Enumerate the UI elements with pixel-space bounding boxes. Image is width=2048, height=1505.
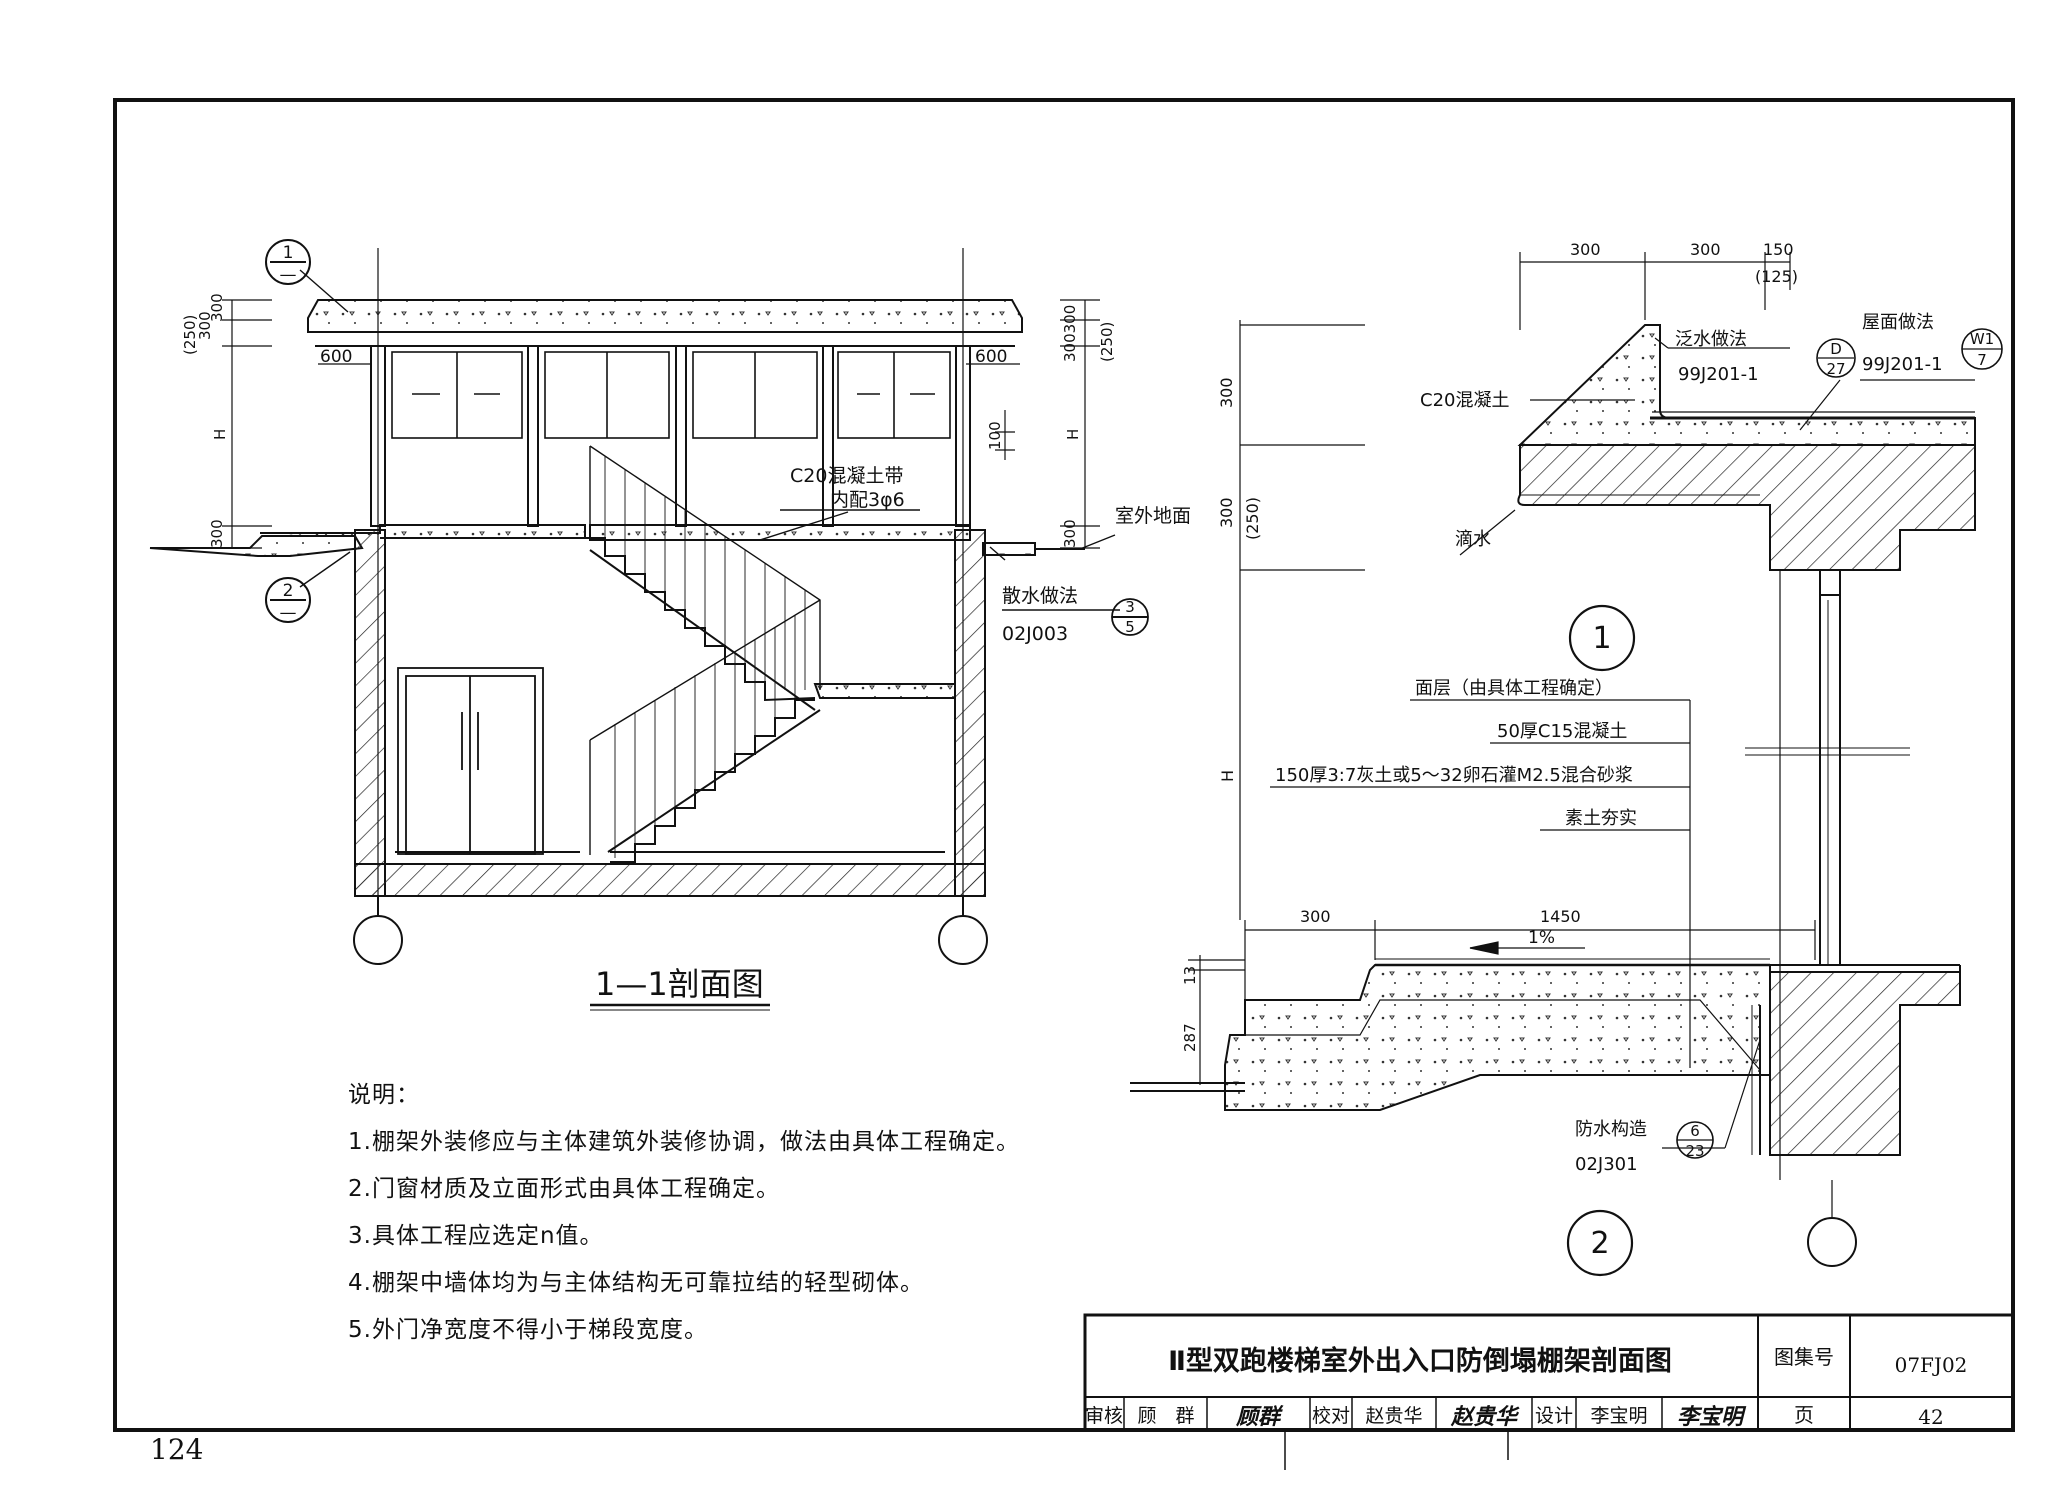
apron-ref: 02J003 xyxy=(1002,623,1068,645)
note-item: 4.棚架中墙体均为与主体结构无可靠拉结的轻型砌体。 xyxy=(348,1270,924,1296)
reviewer-name: 顾 群 xyxy=(1137,1405,1194,1427)
note-item: 5.外门净宽度不得小于梯段宽度。 xyxy=(348,1317,708,1343)
d1-dim-top-300a: 300 xyxy=(1570,240,1601,259)
d1-dim-top-150: 150 xyxy=(1763,240,1794,259)
d1-dim-left-300b: 300 xyxy=(1217,497,1236,528)
review-label: 审核 xyxy=(1085,1405,1123,1427)
handrail xyxy=(589,445,821,855)
d1-flashing-ref: 99J201-1 xyxy=(1678,364,1759,385)
d1-dim-top-125: (125) xyxy=(1755,267,1798,286)
notes: 说明： 1.棚架外装修应与主体建筑外装修协调，做法由具体工程确定。 2.门窗材质… xyxy=(348,1072,1068,1354)
note-item: 1.棚架外装修应与主体建筑外装修协调，做法由具体工程确定。 xyxy=(348,1129,1020,1155)
d2-dim-1450: 1450 xyxy=(1540,907,1581,926)
section-title: 1—1剖面图 xyxy=(595,965,764,1003)
overhang-left-dim: 600 xyxy=(320,347,352,367)
page-label: 页 xyxy=(1794,1403,1814,1427)
designer-signature: 李宝明 xyxy=(1677,1404,1747,1430)
d2-dim-287: 287 xyxy=(1181,1023,1199,1052)
reviewer-signature: 顾群 xyxy=(1235,1404,1284,1430)
d2-waterproof-label: 防水构造 xyxy=(1575,1119,1647,1140)
notes-heading: 说明： xyxy=(348,1082,420,1108)
entry-fill xyxy=(1224,964,1771,1111)
d1-roof-index-top: W1 xyxy=(1970,330,1994,348)
d1-dim-left-250: (250) xyxy=(1243,497,1262,540)
checker-name: 赵贵华 xyxy=(1365,1405,1422,1427)
dim-right-h: H xyxy=(1064,429,1082,440)
dim-right-300300: 300300 xyxy=(1061,305,1079,362)
dim-right-300: 300 xyxy=(1061,519,1079,548)
roof-slab-detail xyxy=(1517,444,1976,571)
parapet xyxy=(1517,324,1976,446)
d2-dim-13: 13 xyxy=(1181,966,1199,985)
door xyxy=(397,667,544,855)
d1-dim-top-300b: 300 xyxy=(1690,240,1721,259)
dim-right-250: (250) xyxy=(1098,322,1116,362)
check-label: 校对 xyxy=(1312,1405,1350,1427)
page-no: 42 xyxy=(1918,1405,1943,1429)
upper-flight xyxy=(585,537,816,702)
detail-2 xyxy=(1130,699,1961,1277)
atlas-number: 07FJ02 xyxy=(1895,1353,1968,1377)
d2-layer-finish: 面层（由具体工程确定） xyxy=(1415,678,1613,699)
d2-layer-concrete: 50厚C15混凝土 xyxy=(1497,721,1627,742)
dim-left-h: H xyxy=(211,429,229,440)
dim-left-250: (250) xyxy=(181,315,199,355)
d2-waterproof-ref: 02J301 xyxy=(1575,1154,1638,1175)
detail-2-number: 2 xyxy=(1590,1226,1609,1261)
page-number: 124 xyxy=(150,1433,204,1466)
detail-1-number: 1 xyxy=(1592,621,1611,656)
sheet-border xyxy=(113,98,2015,1432)
section-1-1 xyxy=(149,239,1149,965)
d1-flashing-label: 泛水做法 xyxy=(1675,329,1747,350)
dim-left-300b: 300 xyxy=(208,293,226,322)
callout-2-top: 2 xyxy=(283,581,294,601)
bottom-slab xyxy=(354,863,986,897)
dim-left-300c: 300 xyxy=(208,519,226,548)
callout-1-bottom: — xyxy=(280,265,297,285)
d1-drip-label: 滴水 xyxy=(1455,529,1491,550)
callout-2-bottom: — xyxy=(280,603,297,623)
d2-layer-lime-soil: 150厚3:7灰土或5～32卵石灌M2.5混合砂浆 xyxy=(1275,765,1633,786)
window-row xyxy=(391,351,951,439)
note-item: 2.门窗材质及立面形式由具体工程确定。 xyxy=(348,1176,780,1202)
drawing-title: Ⅱ型双跑楼梯室外出入口防倒塌棚架剖面图 xyxy=(1168,1345,1672,1377)
d1-flashing-index-bottom: 27 xyxy=(1826,360,1845,378)
design-label: 设计 xyxy=(1535,1405,1573,1427)
d1-roof-index-bottom: 7 xyxy=(1977,351,1987,369)
atlas-label: 图集号 xyxy=(1774,1345,1834,1369)
ground-label: 室外地面 xyxy=(1115,505,1191,527)
d2-waterproof-index-top: 6 xyxy=(1690,1122,1700,1140)
d1-flashing-index-top: D xyxy=(1830,340,1842,358)
d1-dim-left-300a: 300 xyxy=(1217,377,1236,408)
band-rebar-label: 内配3φ6 xyxy=(830,489,905,511)
designer-name: 李宝明 xyxy=(1590,1405,1647,1427)
d2-waterproof-index-bottom: 23 xyxy=(1685,1142,1704,1160)
apron-index-bottom: 5 xyxy=(1125,618,1135,636)
d2-layer-compacted-soil: 素土夯实 xyxy=(1565,808,1637,829)
d1-concrete-label: C20混凝土 xyxy=(1420,390,1509,411)
note-item: 3.具体工程应选定n值。 xyxy=(348,1223,604,1249)
d2-slope: 1% xyxy=(1528,928,1555,948)
left-wall xyxy=(354,529,386,897)
checker-signature: 赵贵华 xyxy=(1450,1404,1520,1430)
right-wall xyxy=(954,529,986,897)
title-block xyxy=(1083,1313,2015,1470)
d2-dim-h: H xyxy=(1218,770,1237,782)
d1-roof-label: 屋面做法 xyxy=(1862,312,1934,333)
d1-roof-ref: 99J201-1 xyxy=(1862,354,1943,375)
d2-dim-300: 300 xyxy=(1300,907,1331,926)
dim-right-100: 100 xyxy=(986,421,1004,450)
dim-left-300a: 300 xyxy=(196,311,214,340)
callout-1-top: 1 xyxy=(283,243,294,263)
apron-index-top: 3 xyxy=(1125,598,1135,616)
apron-label: 散水做法 xyxy=(1002,585,1078,607)
band-label: C20混凝土带 xyxy=(790,465,903,487)
overhang-right-dim: 600 xyxy=(975,347,1007,367)
roof-slab xyxy=(307,299,1023,333)
